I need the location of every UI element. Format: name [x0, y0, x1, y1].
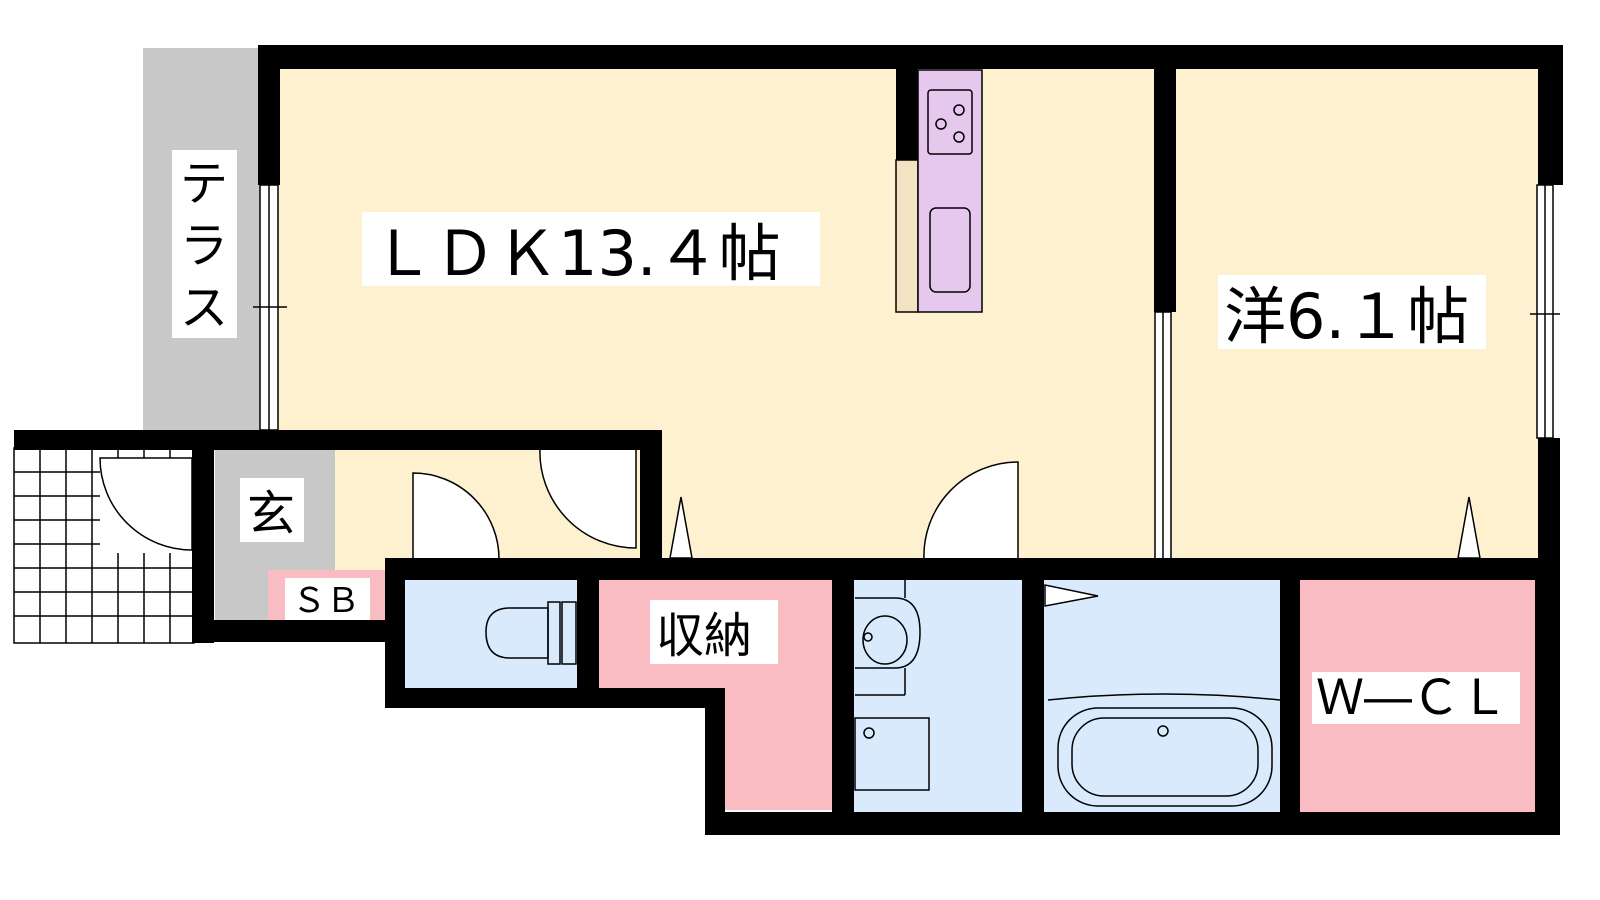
stove-icon [927, 89, 973, 155]
storage-label: 収納 [656, 608, 752, 664]
ldk-label: ＬＤＫ13.４帖 [372, 217, 781, 290]
bathroom-floor [1040, 575, 1290, 815]
washing-machine-icon [854, 717, 930, 791]
terrace-label-1: テ [180, 156, 228, 212]
shoebox-label: ＳＢ [292, 581, 360, 621]
western-room-label: 洋6.１帖 [1224, 280, 1469, 353]
terrace-label-2: ラ [180, 218, 228, 274]
terrace-label-bg [172, 150, 237, 338]
shoebox-label-bg [285, 578, 370, 620]
entrance-label-bg [240, 478, 304, 542]
bathtub-icon [1047, 693, 1281, 807]
windows [253, 184, 1560, 561]
storage-label-bg [650, 600, 778, 664]
ldk-label-bg [362, 212, 820, 286]
entrance-label: 玄 [247, 486, 295, 542]
sink-icon [929, 207, 971, 293]
terrace-label-3: ス [180, 280, 228, 336]
wcl-label-bg [1312, 672, 1520, 724]
kitchen-counter-side [895, 159, 919, 313]
walls [14, 45, 1563, 835]
doors [99, 432, 1481, 577]
toilet-floor [395, 575, 590, 690]
burner-1 [935, 118, 947, 130]
burner-2 [953, 104, 965, 116]
western-label-bg [1218, 275, 1486, 349]
toilet-icon [485, 601, 577, 665]
burner-3 [953, 131, 965, 143]
walk-in-closet-label: Ｗ―ＣＬ [1316, 670, 1508, 726]
washbasin-icon [855, 580, 921, 696]
